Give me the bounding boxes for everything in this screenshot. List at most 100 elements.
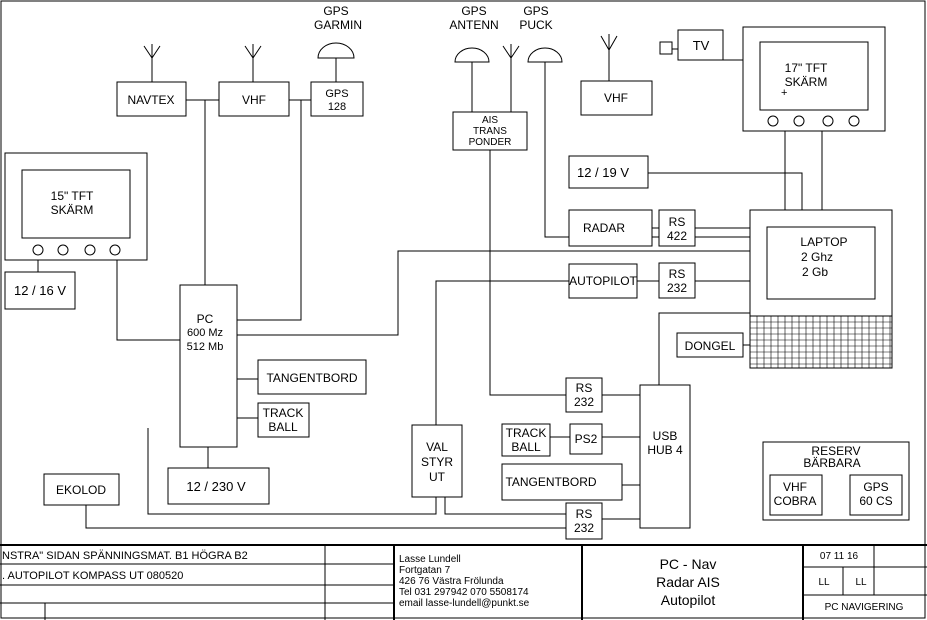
pc-label-1: PC [197, 312, 214, 326]
trackball-box: TRACK BALL [257, 402, 310, 438]
reserve-label-top: RESERV [811, 444, 860, 458]
psu-12-16-label: 12 / 16 V [14, 283, 66, 298]
drawing-name: PC NAVIGERING [825, 602, 904, 613]
screen-17-box: 17" TFT SKÄRM + [742, 26, 886, 132]
navtex-box: NAVTEX [116, 81, 187, 117]
screen-15-label-top: 15" TFT [51, 189, 94, 203]
valstyr-label-1: VAL [426, 440, 448, 454]
laptop-box: LAPTOP 2 Ghz 2 Gb [749, 209, 893, 317]
screen-button-icon [57, 244, 69, 256]
gps-antenn-dome-icon [454, 47, 490, 63]
rs232-label-top: RS [576, 507, 593, 521]
tv-camera-icon [659, 41, 673, 55]
autopilot-box: AUTOPILOT [568, 263, 638, 299]
drawing-title-1: PC - Nav [660, 556, 717, 572]
gps-128-box: GPS 128 [310, 81, 364, 117]
screen-button-icon [84, 244, 96, 256]
gps-garmin-label-top: GPS [323, 4, 348, 18]
author-city: 426 76 Västra Frölunda [399, 576, 504, 587]
psu-12-16-box: 12 / 16 V [4, 271, 76, 310]
screen-15-box: 15" TFT SKÄRM [4, 152, 148, 261]
antenna-icon [600, 34, 618, 51]
tv-box: TV [659, 29, 724, 61]
pc-label-2: 600 Mz [187, 327, 223, 339]
antenna-icon [143, 44, 161, 59]
gps-128-label-bottom: 128 [328, 101, 346, 113]
rs422-label-top: RS [669, 215, 686, 229]
trackball-box: TRACK BALL [501, 423, 551, 457]
gps-puck-label-bottom: PUCK [519, 18, 552, 32]
ais-transponder-box: AIS TRANS PONDER [452, 111, 528, 151]
title-block: NSTRA" SIDAN SPÄNNINGSMAT. B1 HÖGRA B2 .… [0, 544, 927, 620]
rs422-label-bottom: 422 [667, 229, 687, 243]
reserve-label-bottom: BÄRBARA [803, 456, 860, 470]
usb-hub-label-bottom: HUB 4 [647, 443, 683, 457]
vhf-box: VHF [218, 81, 290, 117]
autopilot-label: AUTOPILOT [569, 274, 637, 288]
cursor-icon: + [781, 87, 787, 99]
note-line-1: NSTRA" SIDAN SPÄNNINGSMAT. B1 HÖGRA B2 [2, 550, 248, 562]
dongel-label: DONGEL [685, 339, 736, 353]
rs232-box: RS 232 [565, 502, 603, 540]
trackball-label-bottom: BALL [268, 420, 298, 434]
rs232-box: RS 232 [565, 377, 603, 413]
screen-17-label-bottom: SKÄRM [785, 75, 828, 89]
signature-1: LL [818, 577, 830, 588]
ais-label-3: PONDER [469, 137, 512, 148]
antenna-icon [502, 44, 520, 59]
author-name: Lasse Lundell [399, 554, 461, 565]
usb-hub-label-top: USB [653, 429, 678, 443]
ais-label-1: AIS [482, 115, 498, 126]
trackball-label-bottom: BALL [511, 440, 541, 454]
drawing-date: 07 11 16 [820, 551, 859, 562]
navtex-label: NAVTEX [127, 93, 174, 107]
screen-button-icon [793, 115, 805, 127]
tv-label: TV [693, 38, 710, 53]
vhf-cobra-label-bottom: COBRA [774, 494, 817, 508]
psu-12-19-box: 12 / 19 V [568, 155, 649, 189]
screen-button-icon [109, 244, 121, 256]
signature-2: LL [855, 577, 867, 588]
gps-128-label-top: GPS [325, 88, 348, 100]
valstyr-label-3: UT [429, 470, 446, 484]
radar-box: RADAR [568, 209, 653, 247]
drawing-title-2: Radar AIS [656, 574, 720, 590]
ekolod-box: EKOLOD [43, 473, 120, 506]
valstyr-box: VAL STYR UT [411, 424, 463, 498]
dongel-box: DONGEL [676, 332, 744, 358]
rs232-label-bottom: 232 [667, 281, 687, 295]
author-street: Fortgatan 7 [399, 565, 451, 576]
ps2-label: PS2 [575, 432, 598, 446]
gps-puck-dome-icon [527, 47, 563, 63]
gps-antenn-label-top: GPS [461, 4, 486, 18]
note-line-2: . AUTOPILOT KOMPASS UT 080520 [2, 570, 183, 582]
gps-60cs-label-bottom: 60 CS [859, 494, 892, 508]
screen-17-label-top: 17" TFT [785, 61, 828, 75]
psu-12-230-label: 12 / 230 V [186, 479, 246, 494]
psu-12-230-box: 12 / 230 V [167, 467, 270, 505]
laptop-label-1: LAPTOP [800, 235, 847, 249]
vhf-right-box: VHF [580, 80, 653, 116]
reserve-portable-box: RESERV BÄRBARA VHF COBRA GPS 60 CS [762, 441, 910, 521]
vhf-right-label: VHF [604, 91, 628, 105]
usb-hub-box: USB HUB 4 [639, 384, 691, 529]
gps-garmin-label-bottom: GARMIN [314, 18, 362, 32]
rs232-label-bottom: 232 [574, 395, 594, 409]
screen-button-icon [822, 115, 834, 127]
antenna-icon [244, 44, 262, 59]
gps-antenn-label-bottom: ANTENN [449, 18, 498, 32]
laptop-keyboard-icon [749, 315, 893, 369]
screen-button-icon [32, 244, 44, 256]
laptop-label-2: 2 Ghz [801, 250, 833, 264]
rs232-box: RS 232 [658, 262, 696, 299]
valstyr-label-2: STYR [421, 455, 453, 469]
keyboard-box: TANGENTBORD [501, 463, 623, 501]
drawing-title-3: Autopilot [661, 592, 716, 608]
psu-12-19-label: 12 / 19 V [577, 165, 629, 180]
laptop-label-3: 2 Gb [802, 265, 828, 279]
pc-label-3: 512 Mb [187, 341, 224, 353]
pc-box: PC 600 Mz 512 Mb [179, 284, 238, 448]
ais-label-2: TRANS [473, 126, 507, 137]
